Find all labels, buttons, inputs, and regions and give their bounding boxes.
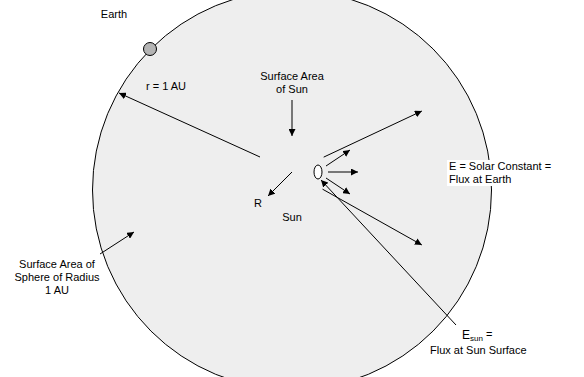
earth-circle-outline [143, 42, 157, 56]
text-slot: R [254, 197, 262, 210]
earth-circle-shape [144, 43, 157, 56]
sphere-circle-shape [93, 0, 492, 377]
text-slot: r = 1 AU [146, 80, 186, 93]
text-slot: E = Solar Constant = Flux at Earth [447, 160, 559, 186]
sphere-circle-outline [92, 0, 492, 377]
earth-circle: Earth [143, 42, 157, 56]
flux-label: Flux at Sun Surface [430, 344, 527, 357]
text-slot: E [462, 328, 470, 342]
flux-ray-arrow [328, 172, 358, 173]
text-slot: Surface Area of Sun [258, 70, 326, 96]
node-text: Surface Area of Sphere of Radius 1 AU [14, 258, 100, 297]
text-slot: Sun [257, 211, 327, 224]
text-slot: Earth [94, 8, 134, 21]
sun-area-label: Surface Area of Sun [258, 70, 326, 96]
leader-arrow [292, 100, 293, 136]
text-slot: sun [470, 334, 483, 344]
flux-ellipse-outline [407, 110, 443, 246]
flux-subscript: sun [470, 334, 483, 344]
sun-circle-outline [257, 137, 327, 207]
node-text: Earth [94, 8, 134, 21]
node-text: Sun [257, 211, 327, 224]
flux-symbol: = [486, 328, 492, 341]
flux-ellipse: E = Solar Constant = Flux at Earth [407, 110, 443, 246]
radius-label: r = 1 AU [146, 80, 186, 93]
sun-circle: Sun [257, 137, 327, 207]
flux-symbol: E [462, 328, 470, 342]
node-text: E = Solar Constant = Flux at Earth [447, 160, 559, 186]
text-slot: = [486, 328, 492, 341]
radius-label: R [254, 197, 262, 210]
text-slot: Surface Area of Sphere of Radius 1 AU [14, 258, 100, 297]
sphere-circle: Sun E = Solar Constant = Flux at Earth Sur… [92, 0, 492, 377]
sun-surface-patch [314, 165, 322, 179]
text-slot: Flux at Sun Surface [430, 344, 527, 357]
